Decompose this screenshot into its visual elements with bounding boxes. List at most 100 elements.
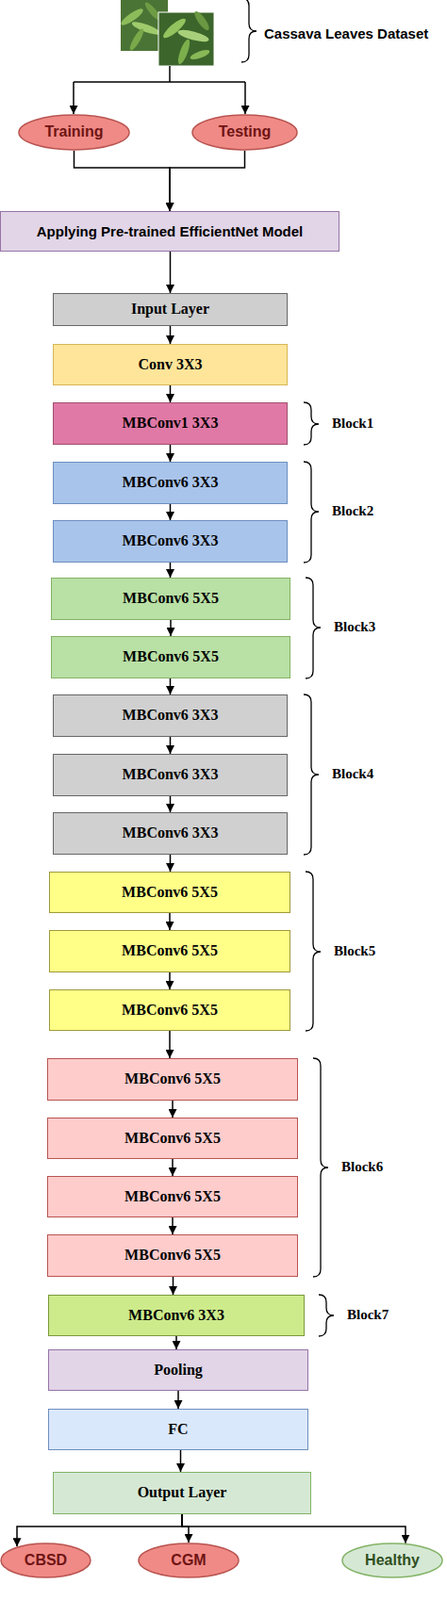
node-text: CGM xyxy=(170,1553,206,1571)
leaf xyxy=(131,19,163,37)
ellipse-shape xyxy=(0,1544,91,1579)
node-text: MBConv6 5X5 xyxy=(122,590,219,608)
split-ellipse: Training xyxy=(17,114,131,151)
arrow-connector xyxy=(169,678,172,696)
ellipse-shape xyxy=(138,1544,239,1579)
block-label: Block4 xyxy=(331,766,374,783)
node-text: MBConv6 5X5 xyxy=(121,1002,218,1020)
arrow-connector xyxy=(169,796,172,813)
layer-box: FC xyxy=(48,1409,309,1452)
layer-box: MBConv6 3X3 xyxy=(52,754,288,797)
layer-box: MBConv6 5X5 xyxy=(47,1059,298,1102)
curly-bracket xyxy=(313,1059,329,1278)
split-arrow xyxy=(72,82,75,115)
arrow-connector xyxy=(182,1515,189,1544)
arrow-connector xyxy=(169,855,172,873)
curly-bracket xyxy=(303,402,319,446)
arrow-connector xyxy=(169,150,246,212)
node-text: MBConv6 3X3 xyxy=(128,1307,225,1325)
arrow-connector xyxy=(16,1515,183,1548)
node-text: MBConv6 5X5 xyxy=(124,1247,221,1265)
arrow-connector xyxy=(169,385,172,403)
ellipse-shape xyxy=(192,115,298,150)
arrow-connector xyxy=(168,913,171,931)
block-label: Block5 xyxy=(333,943,376,961)
ellipse-shape xyxy=(18,115,130,150)
curly-bracket xyxy=(303,462,319,563)
curly-bracket xyxy=(318,1295,334,1338)
node-text: Input Layer xyxy=(131,300,210,318)
layer-box: MBConv6 5X5 xyxy=(47,1118,298,1160)
node-text: CBSD xyxy=(24,1553,67,1571)
block-label: Block7 xyxy=(347,1307,389,1325)
layer-box: MBConv6 5X5 xyxy=(50,636,291,679)
node-text: Applying Pre-trained EfficientNet Model xyxy=(36,223,304,240)
arrow-connector xyxy=(169,620,172,637)
arrow-connector xyxy=(169,562,172,579)
arrow-connector xyxy=(168,1031,171,1060)
node-text: Healthy xyxy=(364,1553,420,1571)
layer-box: MBConv6 5X5 xyxy=(49,872,291,914)
node-text: MBConv6 3X3 xyxy=(122,825,219,843)
layer-box: MBConv6 5X5 xyxy=(49,990,291,1032)
block-label: Block2 xyxy=(331,503,374,520)
layer-box: Pooling xyxy=(48,1350,309,1392)
arrow-connector xyxy=(168,973,171,991)
class-ellipse: Healthy xyxy=(341,1543,444,1580)
layer-box: MBConv6 5X5 xyxy=(50,578,291,621)
node-text: Conv 3X3 xyxy=(137,356,202,374)
curly-bracket xyxy=(303,695,319,856)
layer-box: Input Layer xyxy=(52,293,288,327)
arrow-connector xyxy=(169,445,172,463)
layer-box: MBConv6 3X3 xyxy=(48,1295,305,1338)
node-text: MBConv6 5X5 xyxy=(122,648,219,666)
node-text: Training xyxy=(44,123,103,141)
node-text: MBConv6 5X5 xyxy=(124,1130,221,1148)
node-text: MBConv6 5X5 xyxy=(124,1189,221,1207)
layer-box: MBConv6 3X3 xyxy=(52,462,288,505)
node-text: MBConv6 5X5 xyxy=(124,1071,221,1089)
node-text: MBConv6 3X3 xyxy=(122,532,219,550)
leaf-photo xyxy=(118,0,215,67)
block-label: Block3 xyxy=(333,619,376,636)
leaf xyxy=(176,27,210,44)
node-text: Testing xyxy=(218,123,272,141)
arrow-connector xyxy=(172,1277,175,1296)
arrow-connector xyxy=(169,326,172,345)
leaf xyxy=(192,9,212,33)
leaf xyxy=(175,37,192,66)
leaf xyxy=(188,48,211,62)
layer-box: MBConv6 5X5 xyxy=(47,1176,298,1219)
split-ellipse: Testing xyxy=(191,114,298,151)
leaf xyxy=(127,27,146,52)
dataset-label: Cassava Leaves Dataset xyxy=(264,25,429,42)
arrow-connector xyxy=(175,1337,178,1351)
class-ellipse: CBSD xyxy=(0,1543,92,1580)
node-text: Pooling xyxy=(153,1362,203,1380)
class-ellipse: CGM xyxy=(137,1543,240,1580)
node-text: FC xyxy=(167,1422,188,1440)
arrow-connector xyxy=(171,1218,174,1236)
arrow-connector xyxy=(171,1101,174,1119)
curly-bracket xyxy=(305,872,321,1032)
layer-box: MBConv6 5X5 xyxy=(49,930,291,974)
layer-box: MBConv6 3X3 xyxy=(52,812,288,856)
arrow-connector xyxy=(169,504,172,521)
model-band: Applying Pre-trained EfficientNet Model xyxy=(0,211,340,252)
node-text: MBConv6 3X3 xyxy=(122,766,219,784)
layer-box: MBConv6 3X3 xyxy=(52,520,288,563)
node-text: MBConv6 5X5 xyxy=(121,943,218,961)
node-text: MBConv6 5X5 xyxy=(121,884,218,902)
node-text: MBConv6 3X3 xyxy=(122,707,219,725)
arrow-connector xyxy=(171,1159,174,1177)
layer-box: MBConv6 5X5 xyxy=(47,1235,298,1278)
node-text: MBConv1 3X3 xyxy=(122,414,219,432)
layer-box: Output Layer xyxy=(52,1473,312,1516)
block-label: Block6 xyxy=(341,1159,383,1176)
curly-bracket xyxy=(305,578,321,679)
arrow-connector xyxy=(74,150,171,212)
arrow-connector xyxy=(169,251,172,294)
arrow-connector xyxy=(177,1391,180,1410)
arrow-connector xyxy=(169,737,172,755)
curly-bracket xyxy=(241,0,257,63)
